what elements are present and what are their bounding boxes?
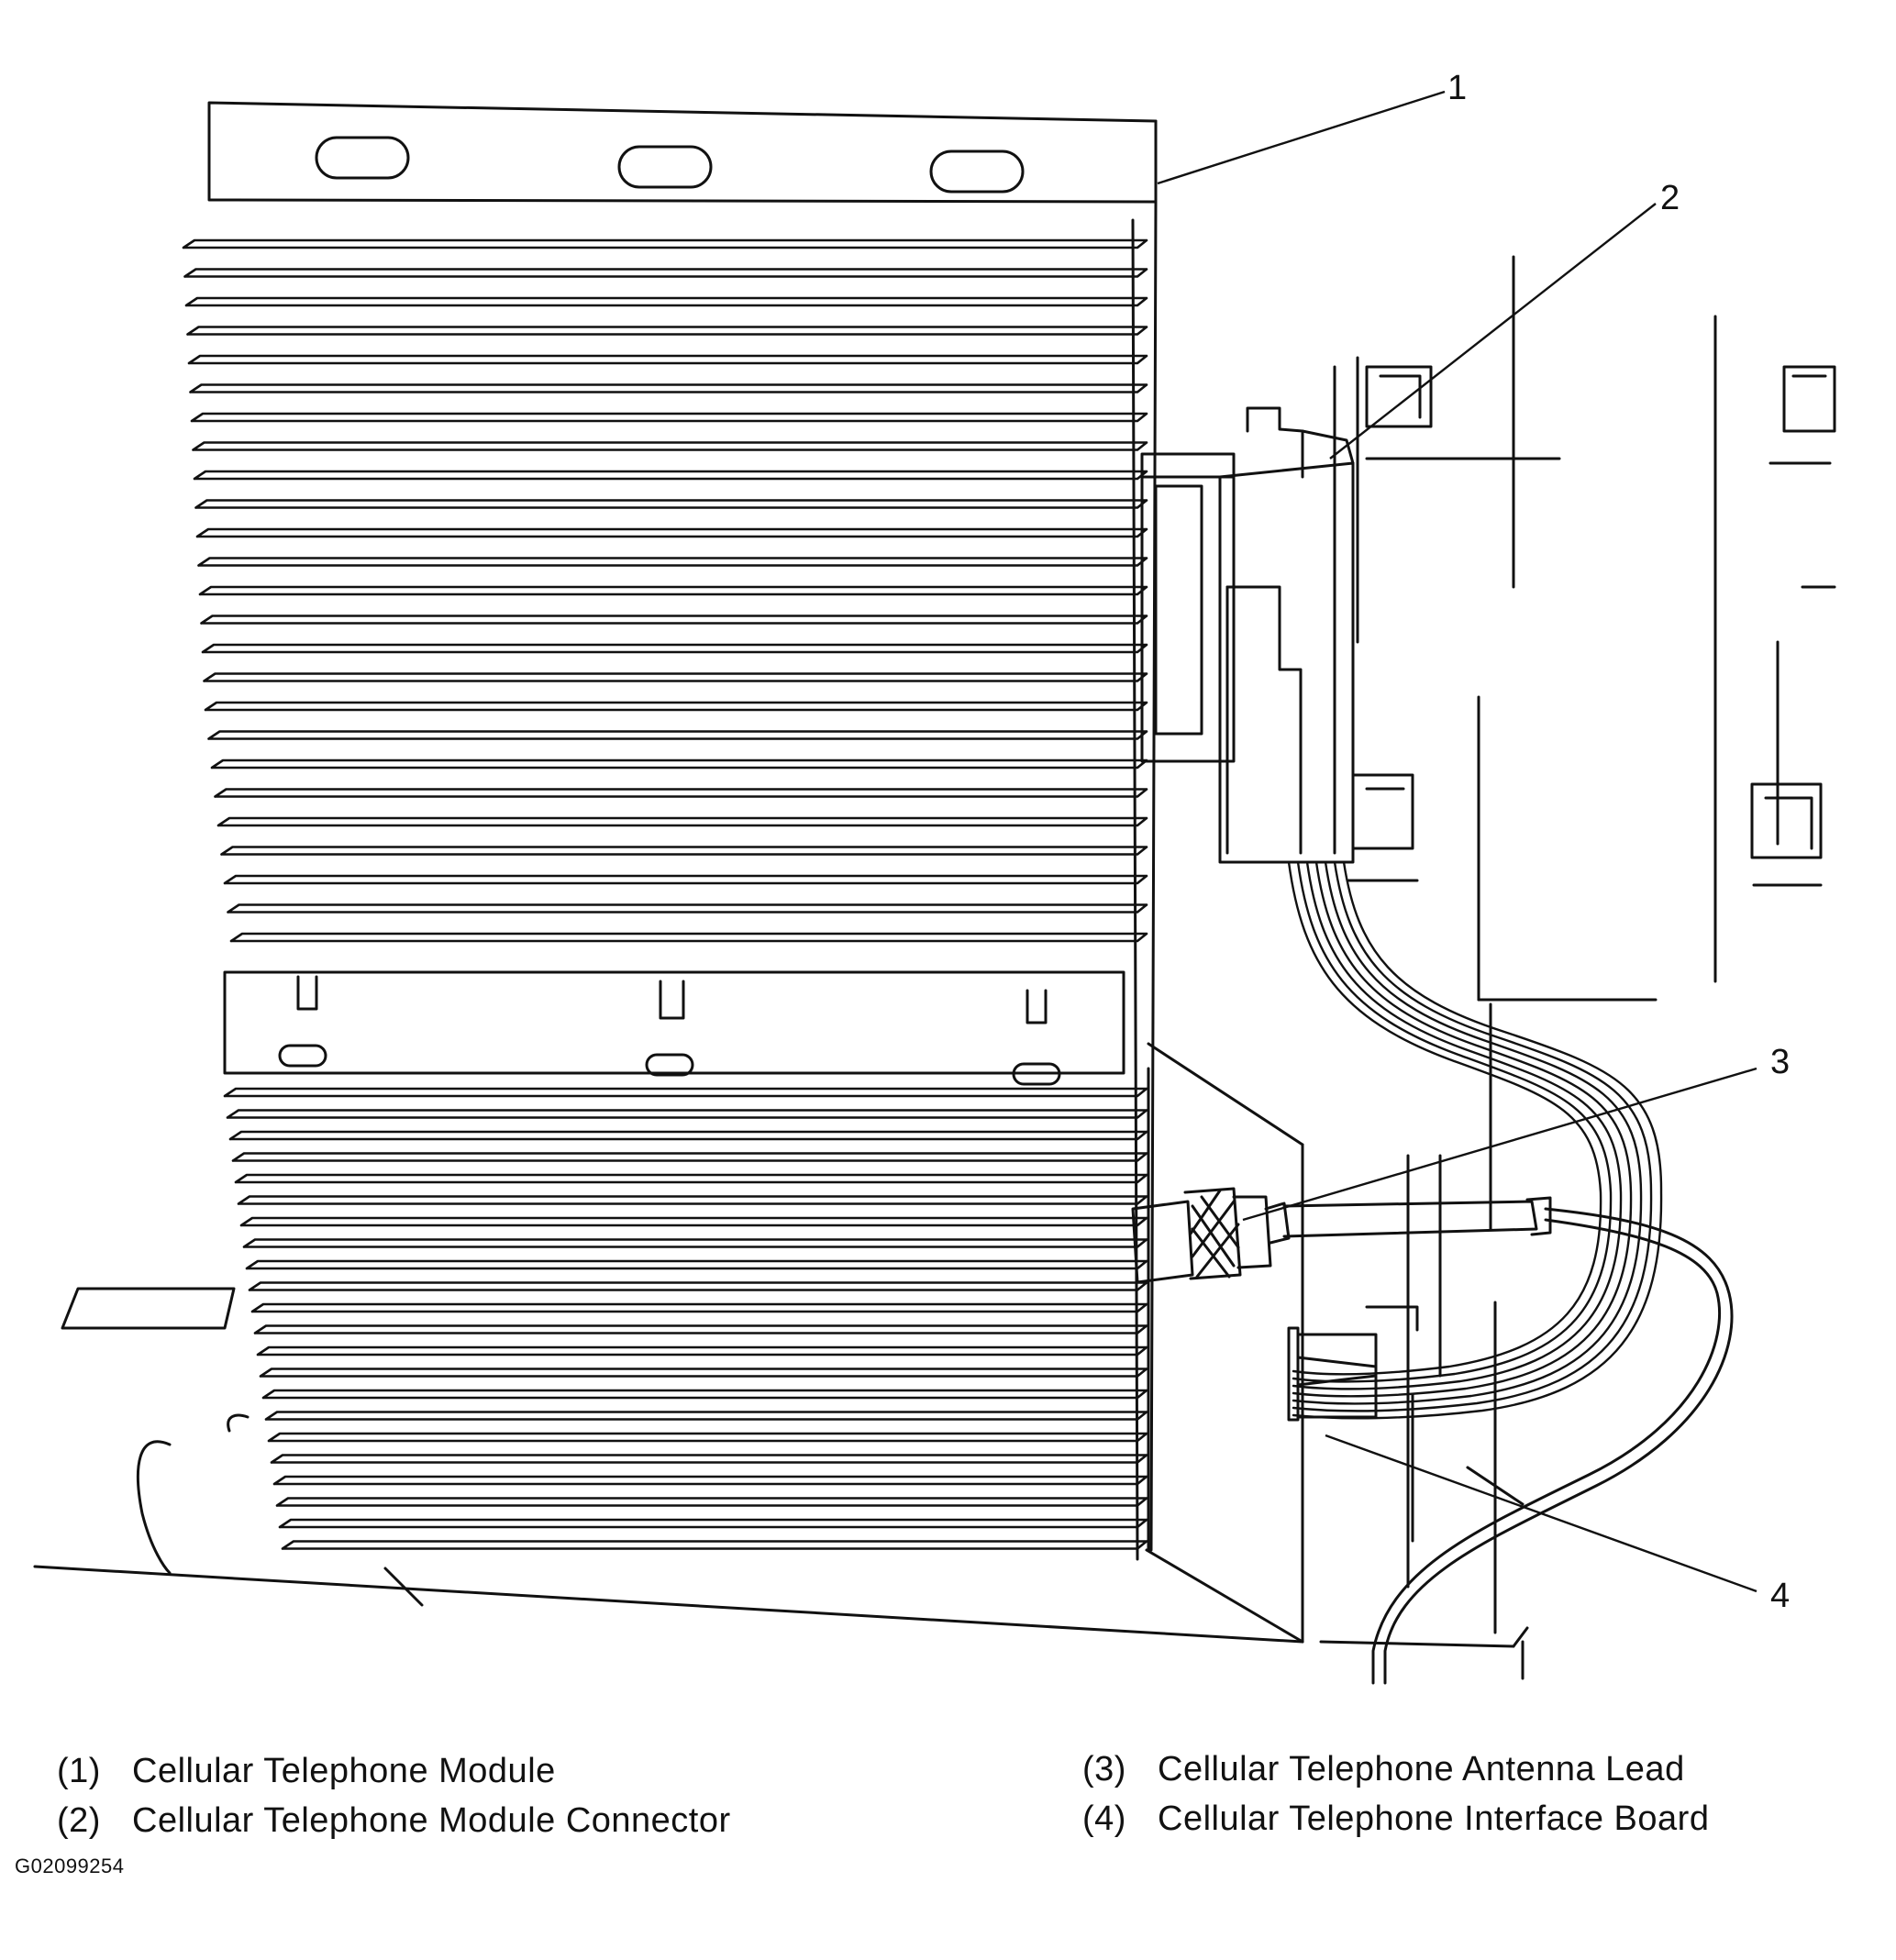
module-housing — [207, 101, 1158, 1561]
fin — [197, 557, 1148, 567]
fin — [216, 816, 1148, 827]
legend-number: (3) — [1082, 1750, 1126, 1788]
legend-item-2: (2) Cellular Telephone Module Connector — [57, 1801, 731, 1841]
fin — [229, 932, 1148, 943]
fin — [220, 846, 1148, 856]
legend-number: (1) — [57, 1752, 101, 1790]
legend-text: Cellular Telephone Interface Board — [1158, 1799, 1710, 1838]
fin — [198, 585, 1148, 596]
fin — [267, 1432, 1148, 1443]
antenna-cable — [1264, 1196, 1734, 1685]
fin — [204, 701, 1148, 712]
mounting-bracket — [1147, 1042, 1304, 1644]
fin — [245, 1259, 1148, 1270]
fin — [214, 788, 1148, 798]
antenna-connector — [1131, 1187, 1272, 1284]
fin — [226, 1109, 1148, 1119]
fin — [275, 1497, 1148, 1507]
fin — [200, 615, 1148, 625]
fin — [261, 1389, 1148, 1400]
fin — [223, 874, 1148, 885]
wiring-harness — [1287, 860, 1663, 1420]
legend-number: (4) — [1082, 1799, 1126, 1838]
fin — [195, 527, 1148, 538]
fin — [183, 268, 1148, 278]
fin — [193, 470, 1148, 481]
legend-item-1: (1) Cellular Telephone Module — [57, 1752, 556, 1791]
callout-2: 2 — [1660, 179, 1680, 217]
fin — [184, 296, 1148, 307]
fin — [278, 1518, 1148, 1529]
fin — [242, 1238, 1148, 1248]
legend-text: Cellular Telephone Module Connector — [132, 1801, 731, 1840]
fin — [201, 643, 1148, 654]
fin — [210, 759, 1148, 770]
legend-text: Cellular Telephone Antenna Lead — [1158, 1750, 1685, 1788]
legend-item-3: (3) Cellular Telephone Antenna Lead — [1082, 1750, 1685, 1789]
fin — [182, 238, 1148, 249]
fin — [227, 903, 1148, 914]
fin — [239, 1216, 1148, 1227]
leader-line-2 — [1329, 203, 1657, 460]
fin — [250, 1302, 1148, 1313]
interface-board-connector — [1287, 1326, 1378, 1422]
figure-id: G02099254 — [15, 1855, 125, 1877]
fin — [231, 1152, 1148, 1162]
module-connector — [1140, 406, 1355, 864]
fin — [189, 383, 1148, 393]
callout-4: 4 — [1770, 1577, 1790, 1615]
fin — [207, 730, 1148, 740]
fin — [256, 1345, 1148, 1356]
fin — [270, 1454, 1148, 1464]
fin — [190, 412, 1148, 423]
fin — [253, 1324, 1148, 1334]
legend-number: (2) — [57, 1801, 101, 1840]
fin — [223, 1087, 1148, 1098]
leader-line-3 — [1242, 1067, 1757, 1222]
vehicle-structure — [1319, 255, 1836, 1680]
heat-sink-fins — [182, 238, 1148, 1550]
fin — [186, 326, 1148, 336]
fin — [281, 1540, 1148, 1550]
legend-item-4: (4) Cellular Telephone Interface Board — [1082, 1799, 1709, 1839]
legend-text: Cellular Telephone Module — [132, 1752, 556, 1790]
fin — [187, 354, 1148, 365]
floor-lines — [33, 1287, 1304, 1644]
fin — [192, 441, 1148, 451]
fin — [194, 499, 1148, 509]
fin — [237, 1195, 1148, 1205]
fin — [259, 1368, 1148, 1378]
fin — [203, 672, 1148, 682]
fin — [248, 1281, 1148, 1291]
fin — [272, 1475, 1148, 1486]
callout-3: 3 — [1770, 1043, 1790, 1081]
callout-1: 1 — [1447, 69, 1467, 107]
leader-line-1 — [1157, 90, 1446, 185]
fin — [264, 1411, 1148, 1421]
fin — [228, 1130, 1148, 1141]
fin — [234, 1173, 1148, 1184]
leader-line-4 — [1325, 1434, 1757, 1593]
